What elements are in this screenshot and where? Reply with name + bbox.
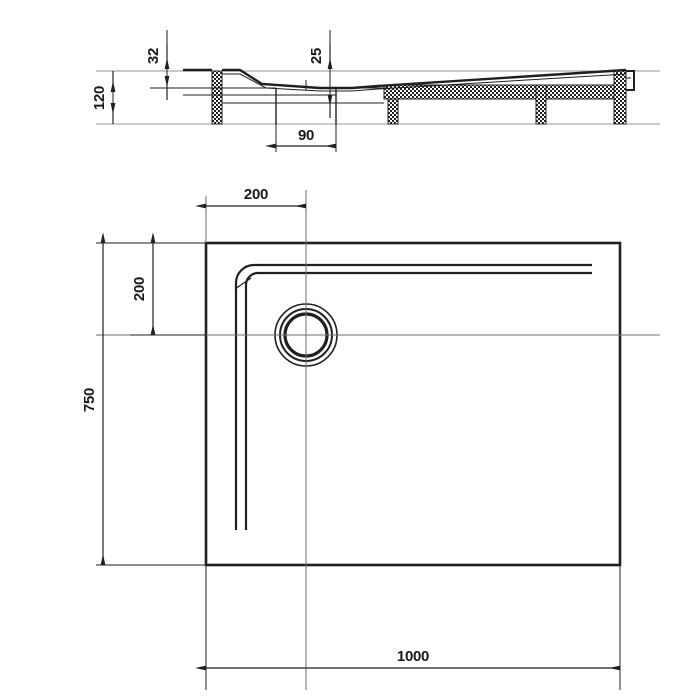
tray-outline bbox=[204, 241, 622, 567]
dim-1000-label: 1000 bbox=[397, 648, 429, 665]
section-support-leg-1 bbox=[388, 99, 398, 124]
dim-25-label: 25 bbox=[308, 48, 325, 64]
dim-200h-label: 200 bbox=[131, 277, 148, 301]
section-top-surface-profile bbox=[222, 68, 627, 90]
section-view: 32 25 120 90 bbox=[91, 30, 660, 152]
dim-32-label: 32 bbox=[145, 48, 162, 64]
section-left-leg-outline bbox=[211, 70, 223, 125]
section-support-leg-2-outline bbox=[535, 84, 547, 125]
tray-inner-ledge-inner bbox=[244, 271, 592, 530]
section-right-leg-hatch bbox=[614, 71, 626, 124]
tray-inner-ledge-outer bbox=[234, 263, 592, 530]
section-top-surface-inner bbox=[222, 73, 627, 92]
dim-90-label: 90 bbox=[298, 127, 314, 144]
plan-view: 200 200 750 1000 bbox=[81, 186, 660, 690]
section-left-leg-hatch bbox=[212, 71, 222, 124]
section-support-leg-2 bbox=[536, 85, 546, 124]
section-slab-hatch bbox=[384, 85, 626, 99]
dim-200w-label: 200 bbox=[244, 186, 268, 203]
section-right-lip bbox=[626, 70, 635, 91]
section-support-leg-1-outline bbox=[387, 98, 399, 125]
tray-corner-bevel-line bbox=[234, 277, 252, 290]
dim-750-label: 750 bbox=[81, 388, 98, 412]
dim-120-label: 120 bbox=[91, 86, 108, 110]
